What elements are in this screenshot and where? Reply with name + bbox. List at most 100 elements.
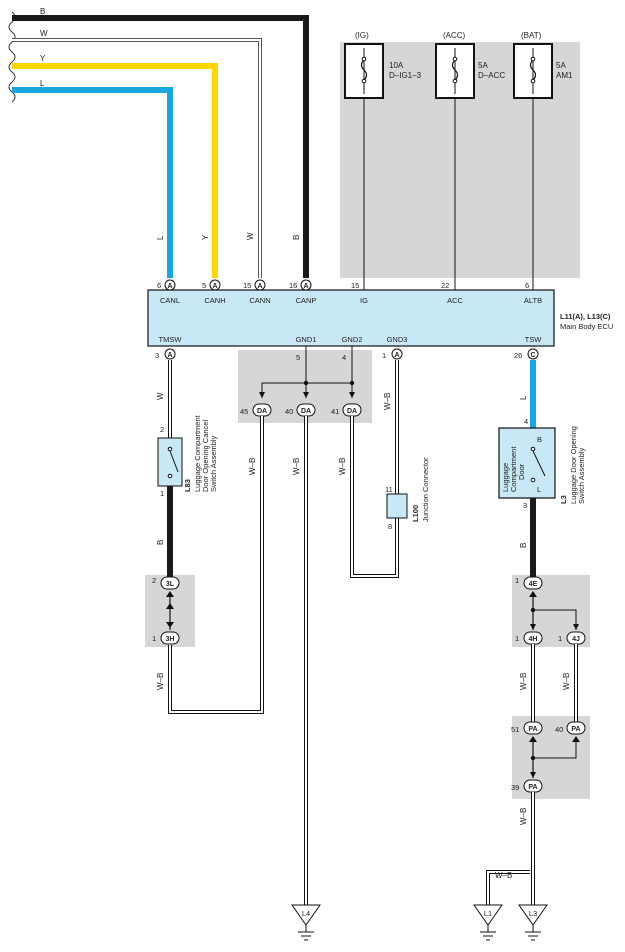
svg-text:4: 4 <box>524 417 528 426</box>
svg-text:L4: L4 <box>302 909 310 918</box>
svg-text:15: 15 <box>243 281 251 290</box>
svg-text:1: 1 <box>160 489 164 498</box>
ecu-label-gnd1: GND1 <box>296 335 317 344</box>
ecu-pin-acc: 22 ACC <box>441 281 463 305</box>
svg-text:CANN: CANN <box>249 296 270 305</box>
junction-connector-l100: 11 8 L100 Junction Connector <box>385 457 430 531</box>
ecu-label-gnd3: GND3 <box>387 335 408 344</box>
svg-text:8: 8 <box>388 522 392 531</box>
svg-text:C: C <box>530 352 535 359</box>
connector-3h: 1 3H <box>152 631 180 645</box>
svg-text:A: A <box>167 352 172 359</box>
svg-text:PA: PA <box>528 726 537 733</box>
ecu-pin-cann: 15 A CANN <box>243 279 271 305</box>
label-wire-l3-down: B <box>519 543 528 548</box>
svg-text:A: A <box>257 283 262 290</box>
svg-text:DA: DA <box>301 408 311 415</box>
svg-text:4H: 4H <box>529 636 538 643</box>
svg-text:D–ACC: D–ACC <box>478 71 505 80</box>
connector-pa-51: 51 PA <box>511 721 543 735</box>
ecu-pin-canh: 5 A CANH <box>202 279 226 305</box>
top-wire-label-b: B <box>40 7 45 16</box>
vwire-label-b: B <box>292 235 301 240</box>
ecu-pin-gnd2: 4 <box>342 353 346 362</box>
svg-text:A: A <box>303 283 308 290</box>
connector-3l: 2 3L <box>152 576 180 590</box>
svg-text:ACC: ACC <box>447 296 463 305</box>
svg-text:10A: 10A <box>389 61 404 70</box>
svg-text:A: A <box>394 352 399 359</box>
svg-text:51: 51 <box>511 725 519 734</box>
wire-wb-da45-loop <box>168 416 264 714</box>
connector-pa-40: 40 PA <box>555 721 586 735</box>
label-wire-j4-down: W–B <box>562 673 571 690</box>
svg-text:A: A <box>167 283 172 290</box>
svg-text:45: 45 <box>240 407 248 416</box>
wire-y-canh <box>12 63 218 278</box>
switch-l3: 4 Luggage Compartment Door B L 3 L3 Lugg… <box>498 417 586 510</box>
svg-text:22: 22 <box>441 281 449 290</box>
svg-text:Door Opening Cancel: Door Opening Cancel <box>201 420 210 492</box>
harness-break-mark <box>8 11 16 103</box>
ecu-pin-tmsw: 3 <box>155 351 159 360</box>
wire-wb-da41-loop <box>350 416 399 578</box>
svg-text:11: 11 <box>385 485 393 494</box>
svg-text:3H: 3H <box>166 636 175 643</box>
ecu-label-gnd2: GND2 <box>342 335 363 344</box>
svg-text:(ACC): (ACC) <box>443 31 466 40</box>
ecu-code: L11(A), L13(C) <box>560 312 611 321</box>
fuse-acc: (ACC) 5A D–ACC <box>435 31 505 99</box>
svg-text:3L: 3L <box>166 581 175 588</box>
label-wire-gnd3: W–B <box>383 393 392 410</box>
label-wire-l83-down: B <box>156 540 165 545</box>
svg-text:1: 1 <box>558 634 562 643</box>
svg-text:6: 6 <box>525 281 529 290</box>
vwire-label-l: L <box>156 235 165 240</box>
connector-4j: 1 4J <box>558 631 586 645</box>
svg-text:40: 40 <box>285 407 293 416</box>
wire-w-cann <box>12 38 262 278</box>
ecu-pin-gnd3: 1 <box>382 351 386 360</box>
svg-text:(BAT): (BAT) <box>521 31 542 40</box>
svg-text:41: 41 <box>331 407 339 416</box>
label-wire-h3-down: W–B <box>156 673 165 690</box>
svg-text:Junction Connector: Junction Connector <box>421 457 430 522</box>
ground-l3: L3 <box>518 904 548 941</box>
ecu-label-tmsw: TMSW <box>159 335 183 344</box>
svg-text:3: 3 <box>523 501 527 510</box>
ground-l1: L1 <box>473 904 503 941</box>
svg-text:Luggage: Luggage <box>501 463 510 492</box>
top-wire-label-w: W <box>40 29 48 38</box>
ecu-pin-canp: 16 A CANP <box>289 279 316 305</box>
svg-text:AM1: AM1 <box>556 71 573 80</box>
main-body-ecu <box>147 289 555 347</box>
svg-text:Compartment: Compartment <box>509 446 518 492</box>
svg-text:5A: 5A <box>478 61 488 70</box>
svg-text:15: 15 <box>351 281 359 290</box>
ecu-pin-canl: 6 A CANL <box>157 279 180 305</box>
label-wire-da40: W–B <box>292 458 301 475</box>
svg-text:L83: L83 <box>183 479 192 492</box>
top-wire-label-y: Y <box>40 54 46 63</box>
svg-text:DA: DA <box>257 408 267 415</box>
svg-text:L: L <box>537 485 541 494</box>
svg-text:L100: L100 <box>411 505 420 522</box>
wire-w-cann-core <box>12 39 261 278</box>
svg-text:Luggage Door Opening: Luggage Door Opening <box>569 426 578 504</box>
svg-text:CANH: CANH <box>204 296 225 305</box>
label-wire-da41: W–B <box>338 458 347 475</box>
wire-b-canp <box>12 15 309 278</box>
svg-text:A: A <box>212 283 217 290</box>
svg-text:D–IG1–3: D–IG1–3 <box>389 71 422 80</box>
vwire-label-y: Y <box>201 234 210 240</box>
ecu-label-tsw: TSW <box>525 335 543 344</box>
svg-text:L1: L1 <box>484 909 492 918</box>
svg-text:6: 6 <box>157 281 161 290</box>
svg-text:PA: PA <box>528 784 537 791</box>
label-wire-da45: W–B <box>248 458 257 475</box>
svg-text:Door: Door <box>517 463 526 480</box>
svg-text:Switch Assembly: Switch Assembly <box>209 435 218 492</box>
label-wire-h4-down: W–B <box>519 673 528 690</box>
svg-text:5: 5 <box>202 281 206 290</box>
